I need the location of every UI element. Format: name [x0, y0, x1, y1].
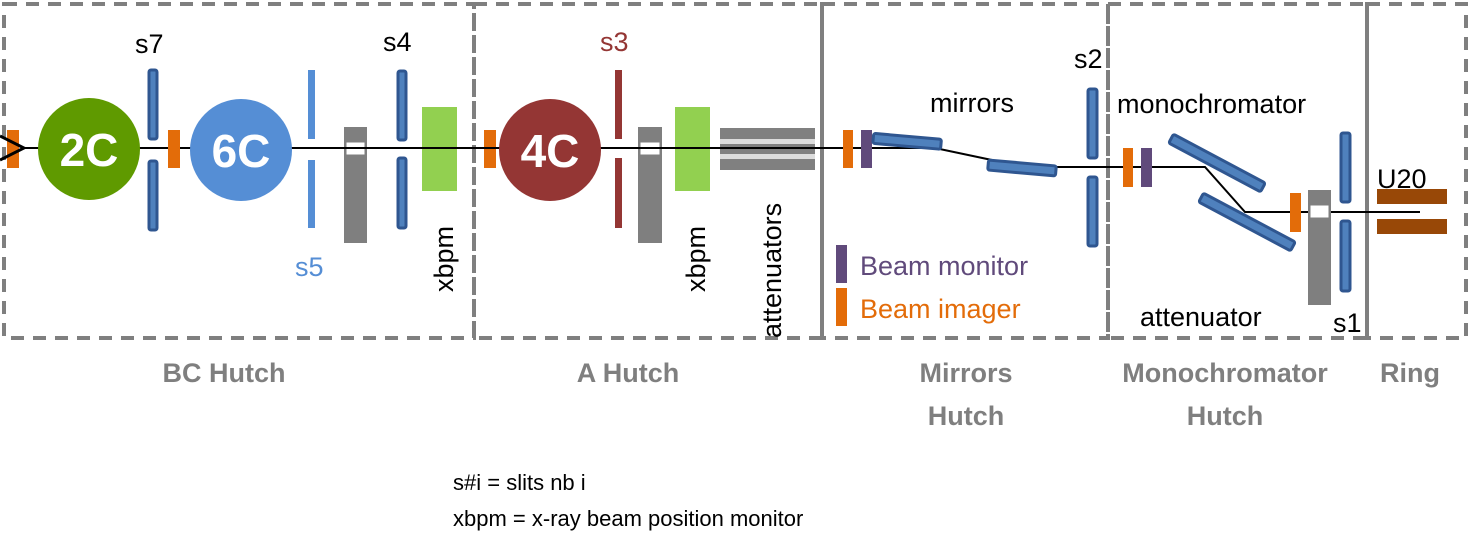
beam-imager-bc-end	[7, 130, 19, 168]
slit-s1	[1339, 131, 1352, 293]
mono-crystal-2	[1197, 192, 1297, 252]
mirrors-hutch-label-2: Hutch	[928, 401, 1005, 431]
attenuator-bc	[344, 127, 367, 243]
bc-hutch-box	[2, 2, 476, 340]
xbpm-a-label: xbpm	[681, 226, 711, 292]
bc-hutch-label: BC Hutch	[163, 358, 286, 388]
attenuators-label: attenuators	[757, 203, 787, 338]
station-6c	[190, 99, 292, 201]
mono-hutch-label-1: Monochromator	[1122, 358, 1328, 388]
legend-beam-monitor-label: Beam monitor	[860, 251, 1028, 281]
slit-s1-label: s1	[1333, 308, 1362, 338]
mono-hutch-box	[1106, 2, 1369, 340]
mirrors-hutch-box	[820, 2, 1110, 340]
legend-beam-imager-label: Beam imager	[860, 294, 1021, 324]
slit-s7	[147, 68, 159, 232]
station-4c-label: 4C	[521, 125, 580, 177]
monochromator-label: monochromator	[1117, 89, 1306, 119]
legend-beam-imager-swatch	[836, 288, 847, 326]
attenuator-mono	[1308, 190, 1331, 305]
undulator-lower	[1377, 219, 1447, 234]
xbpm-bc-label: xbpm	[429, 226, 459, 292]
beam-imager-mono	[1123, 148, 1133, 187]
mirrors-label: mirrors	[930, 88, 1014, 118]
legend-beam-monitor-swatch	[836, 245, 847, 283]
station-6c-label: 6C	[212, 125, 271, 177]
beam-monitor-mono	[1141, 148, 1152, 187]
mono-hutch-label-2: Hutch	[1187, 401, 1264, 431]
station-2c	[38, 98, 140, 200]
beam-imager-mirrors	[843, 130, 853, 168]
a-hutch-label: A Hutch	[577, 358, 680, 388]
undulator-upper	[1377, 189, 1447, 204]
slit-s4	[396, 69, 408, 230]
slit-s3-label: s3	[600, 27, 629, 57]
attenuator-window	[1309, 204, 1330, 219]
ring-box	[1365, 2, 1468, 340]
note-slits: s#i = slits nb i	[453, 470, 586, 495]
mirror-2	[986, 158, 1058, 178]
beam-imager-bc	[168, 130, 180, 168]
slit-s5	[308, 70, 315, 228]
slit-s5-label: s5	[295, 252, 324, 282]
note-xbpm: xbpm = x-ray beam position monitor	[453, 506, 803, 531]
mono-crystal-1	[1167, 133, 1267, 193]
slit-s2	[1086, 87, 1099, 248]
mirrors-hutch-label-1: Mirrors	[919, 358, 1012, 388]
slit-s7-label: s7	[135, 29, 164, 59]
station-4c	[499, 99, 601, 201]
station-2c-label: 2C	[60, 124, 119, 176]
beam-monitor-mirrors	[861, 130, 872, 168]
attenuator-label: attenuator	[1140, 302, 1262, 332]
slit-s2-label: s2	[1074, 44, 1103, 74]
slit-s4-label: s4	[383, 27, 412, 57]
a-hutch-box	[472, 2, 824, 340]
mirror-1	[871, 132, 943, 151]
ring-label: Ring	[1380, 358, 1440, 388]
slit-s3	[615, 70, 622, 228]
beam-imager-ring	[1290, 193, 1301, 232]
